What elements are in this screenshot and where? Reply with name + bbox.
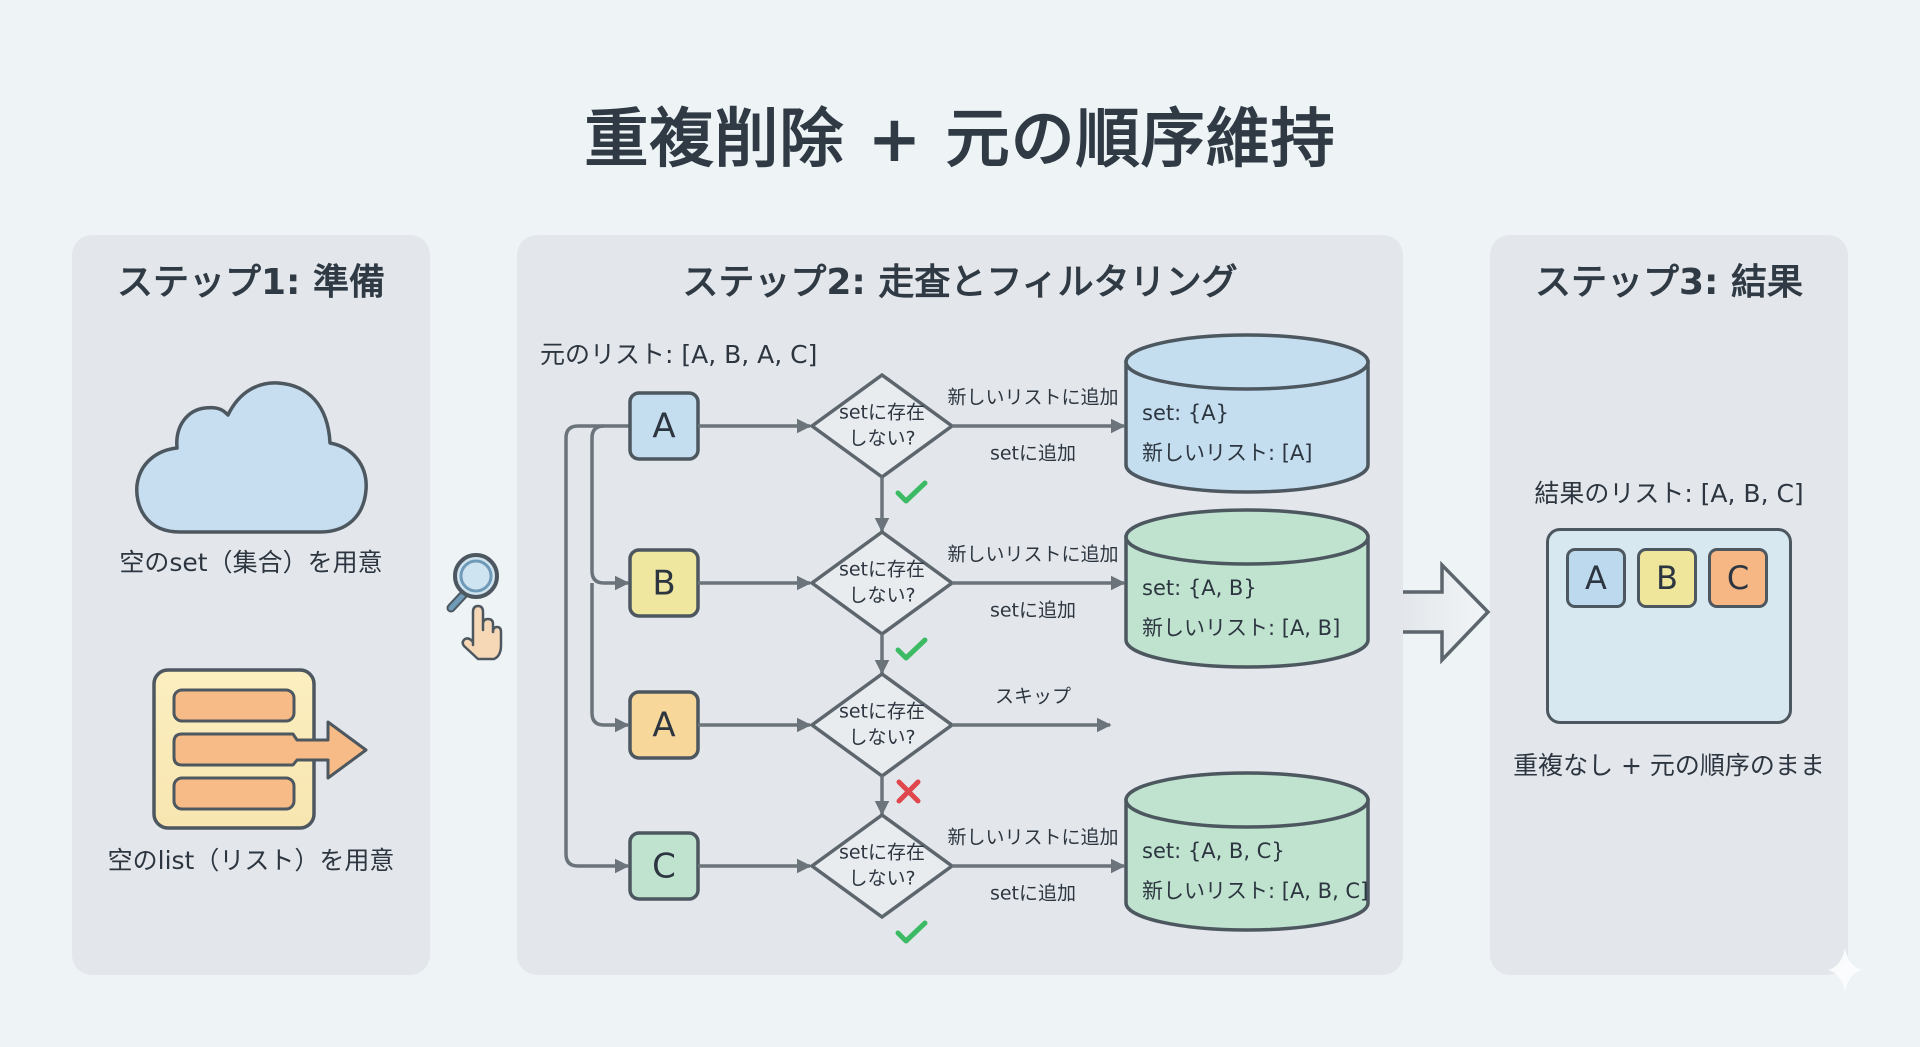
decision-text: しない? [848, 585, 915, 607]
step2-title: ステップ2: 走査とフィルタリング [682, 262, 1238, 303]
item-label: A [652, 407, 675, 447]
feeder-line-inner [590, 583, 630, 733]
set-caption: 空のset（集合）を用意 [119, 548, 383, 577]
state-cylinder [1124, 360, 1370, 494]
result-list-container: A B C [1546, 528, 1792, 724]
add-to-list-label: 新しいリストに追加 [947, 544, 1118, 566]
item-label: B [652, 564, 675, 604]
decision-diamond [809, 372, 955, 480]
step1-title: ステップ1: 準備 [117, 262, 385, 303]
decision-diamond [809, 671, 955, 779]
item-label: C [652, 847, 676, 887]
decision-text: しない? [848, 428, 915, 450]
feeder-line-outer [564, 424, 630, 874]
decision-text: setに存在 [839, 701, 925, 723]
step3-title: ステップ3: 結果 [1535, 262, 1803, 303]
decision-text: setに存在 [839, 402, 925, 424]
add-to-list-label: 新しいリストに追加 [947, 387, 1118, 409]
result-item-chip: C [1708, 548, 1768, 608]
cross-icon [896, 779, 921, 804]
result-list-label: 結果のリスト: [A, B, C] [1534, 479, 1804, 508]
result-item-chip: A [1566, 548, 1626, 608]
state-list-text: 新しいリスト: [A, B] [1142, 616, 1340, 640]
skip-label: スキップ [995, 686, 1071, 708]
page-title: 重複削除 + 元の順序維持 [584, 103, 1336, 177]
add-to-list-label: 新しいリストに追加 [947, 827, 1118, 849]
state-cylinder-top [1124, 333, 1370, 391]
result-note: 重複なし + 元の順序のまま [1513, 751, 1825, 780]
list-caption: 空のlist（リスト）を用意 [107, 846, 395, 875]
result-item-chip: B [1637, 548, 1697, 608]
list-icon [152, 668, 368, 830]
step1-panel: ステップ1: 準備 空のset（集合）を用意 空のlist（リスト）を用意 [72, 235, 430, 975]
decision-text: setに存在 [839, 559, 925, 581]
state-set-text: set: {A} [1142, 401, 1229, 425]
state-cylinder-top [1124, 508, 1370, 566]
check-icon [895, 637, 928, 661]
add-to-set-label: setに追加 [990, 443, 1076, 465]
state-cylinder [1124, 535, 1370, 669]
add-to-set-label: setに追加 [990, 600, 1076, 622]
state-cylinder-top [1124, 771, 1370, 829]
decision-text: しない? [848, 727, 915, 749]
decision-diamond [809, 529, 955, 637]
magnifier-icon [446, 553, 499, 613]
decision-diamond [809, 812, 955, 920]
hand-pointer-icon [461, 604, 503, 661]
state-list-text: 新しいリスト: [A, B, C] [1142, 879, 1368, 903]
decision-text: setに存在 [839, 842, 925, 864]
decision-text: しない? [848, 868, 915, 890]
add-to-set-label: setに追加 [990, 883, 1076, 905]
next-step-arrow-icon [1403, 560, 1491, 665]
check-icon [895, 920, 928, 944]
original-list-label: 元のリスト: [A, B, A, C] [540, 340, 818, 369]
feeder-line-inner [590, 424, 630, 591]
cloud-icon [135, 381, 368, 534]
item-label: A [652, 706, 675, 746]
state-set-text: set: {A, B, C} [1142, 839, 1285, 863]
state-cylinder [1124, 798, 1370, 932]
state-set-text: set: {A, B} [1142, 576, 1257, 600]
check-icon [895, 480, 928, 504]
sparkle-icon [1828, 948, 1862, 992]
state-list-text: 新しいリスト: [A] [1142, 441, 1313, 465]
